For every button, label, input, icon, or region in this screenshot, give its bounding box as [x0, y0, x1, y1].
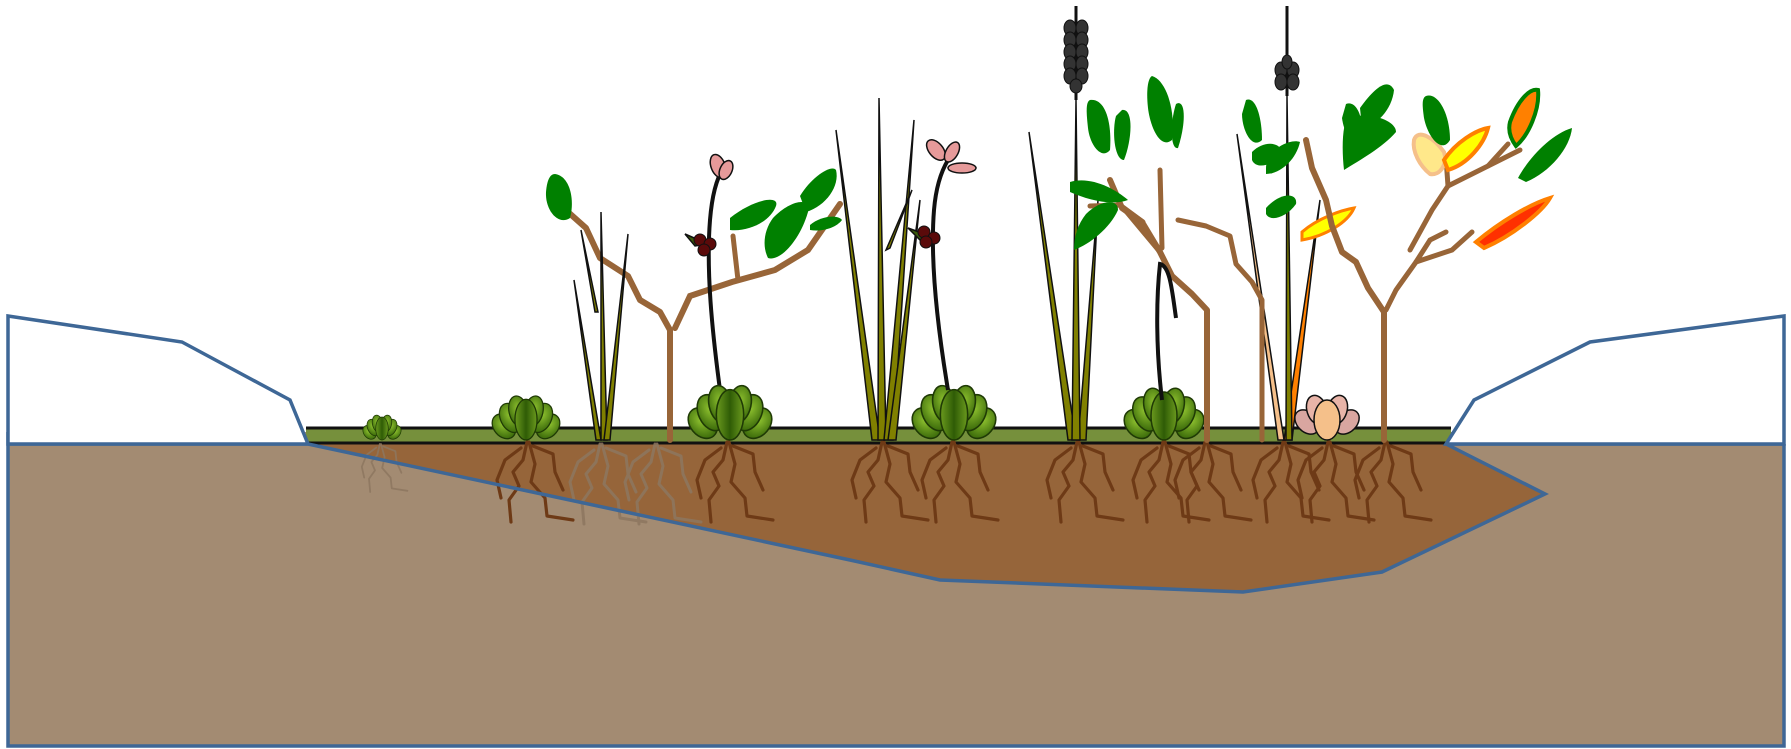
left-bank	[8, 316, 308, 444]
grass-clump	[574, 212, 628, 440]
rosette-plant	[1119, 386, 1210, 444]
grass-clump	[836, 98, 920, 440]
flowering-stem	[685, 152, 736, 390]
rosette-plant	[906, 383, 1002, 444]
shrub	[1070, 76, 1207, 440]
flowering-stem	[908, 136, 976, 390]
hooked-stem	[1157, 264, 1176, 400]
rosette-plant	[360, 414, 404, 442]
cereal-stalk	[1275, 6, 1299, 96]
rosette-plant	[487, 394, 564, 443]
right-bank	[1446, 316, 1784, 444]
rosette-plant	[682, 383, 778, 444]
